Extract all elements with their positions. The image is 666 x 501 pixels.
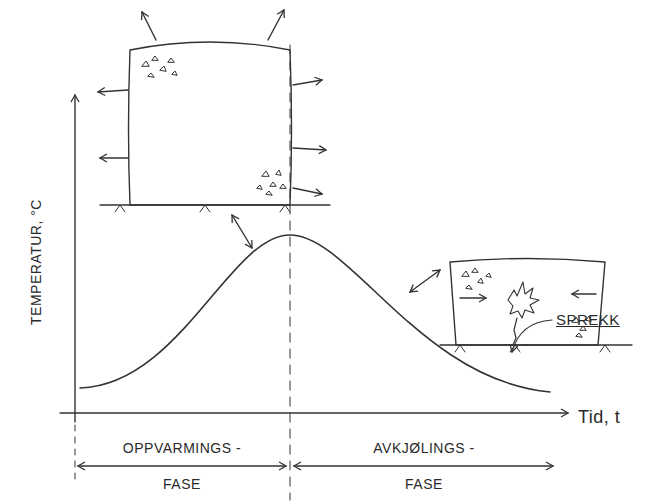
- crack-leader: [512, 320, 552, 352]
- ground-line: [440, 344, 632, 345]
- phase-divider: [290, 45, 291, 500]
- ground-line: [100, 204, 330, 205]
- pointer-arrow: [410, 270, 440, 292]
- expansion-arrows: [98, 10, 326, 194]
- phase-label: AVKJØLINGS - FASE: [363, 430, 485, 501]
- phase-label: OPPVARMINGS - FASE: [121, 430, 243, 501]
- ground-marks: [115, 205, 290, 212]
- crack-star: [508, 282, 539, 318]
- heated-concrete-block: [129, 42, 292, 205]
- callout-label: SPREKK: [556, 311, 620, 328]
- heating-phase-arrow: [78, 465, 286, 466]
- x-axis: [60, 412, 568, 413]
- y-axis: [74, 95, 75, 422]
- temperature-curve: [80, 235, 550, 392]
- axis-title: TEMPERATUR, °C: [28, 199, 44, 325]
- cooled-concrete-block: [450, 259, 605, 346]
- ground-marks: [455, 345, 610, 352]
- phase-start-line: [75, 425, 76, 480]
- contraction-arrows: [460, 294, 596, 298]
- cooling-phase-arrow: [294, 465, 553, 466]
- pointer-arrow: [232, 215, 252, 248]
- aggregate-stones: [142, 56, 286, 195]
- axis-title: Tid, t: [578, 407, 620, 428]
